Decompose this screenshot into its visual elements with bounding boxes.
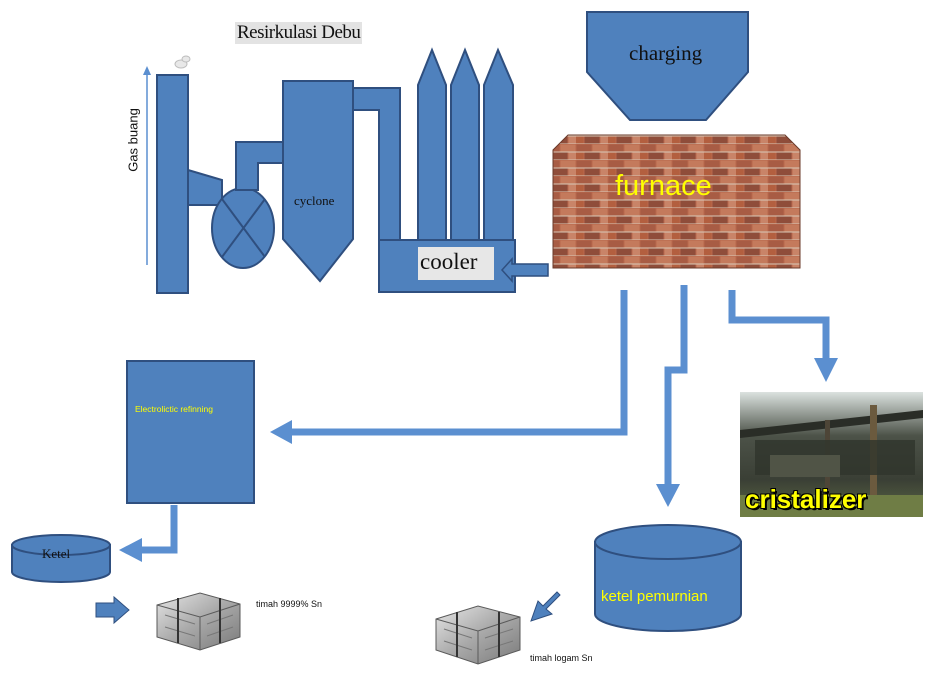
dust-recirculation-label: Resirkulasi Debu bbox=[235, 22, 363, 44]
cooler-label: cooler bbox=[420, 249, 478, 274]
cyclone-cooler-duct bbox=[352, 87, 401, 241]
furnace-to-cooler-arrow bbox=[500, 257, 549, 283]
cooler-label-bg bbox=[418, 247, 494, 280]
arrow-kettle-to-ingot bbox=[95, 595, 130, 625]
arrow-to-kettle bbox=[119, 538, 142, 562]
cooler-tubes bbox=[417, 47, 514, 241]
furnace-body bbox=[552, 134, 801, 269]
exhaust-gas-label: Gas buang bbox=[125, 108, 141, 172]
electrolytic-refining-label: Electrolictic refinning bbox=[135, 404, 213, 414]
charging-hopper bbox=[586, 11, 749, 121]
cyclone-vessel bbox=[282, 80, 354, 283]
arrow-to-crystallizer bbox=[814, 358, 838, 382]
tin-9999-label: timah 9999% Sn bbox=[256, 599, 323, 609]
exhaust-direction-arrowhead bbox=[143, 66, 151, 75]
arrow-to-electrolytic bbox=[270, 420, 292, 444]
arrow-to-refining-kettle bbox=[656, 484, 680, 507]
tin-ingot-stack-icon bbox=[156, 592, 241, 651]
flow-lines bbox=[140, 285, 830, 554]
arrow-refining-to-ingot bbox=[530, 591, 561, 622]
electrolytic-tank bbox=[126, 360, 255, 504]
furnace-label: furnace bbox=[615, 170, 712, 202]
stack-fan-duct bbox=[187, 168, 223, 206]
refining-kettle-label: ketel pemurnian bbox=[601, 588, 708, 605]
tin-metal-ingot-stack-icon bbox=[435, 605, 521, 665]
tin-metal-label: timah logam Sn bbox=[530, 653, 593, 663]
refining-kettle bbox=[594, 524, 742, 632]
cyclone-label: cyclone bbox=[294, 193, 335, 208]
fan-cyclone-duct bbox=[235, 141, 285, 191]
charging-label: charging bbox=[629, 41, 703, 65]
kettle bbox=[11, 534, 111, 583]
fan-icon bbox=[211, 187, 275, 269]
kettle-label: Ketel bbox=[42, 546, 71, 561]
crystallizer-label: cristalizer bbox=[745, 484, 867, 514]
exhaust-stack bbox=[156, 55, 191, 294]
crystallizer-photo bbox=[740, 392, 923, 517]
